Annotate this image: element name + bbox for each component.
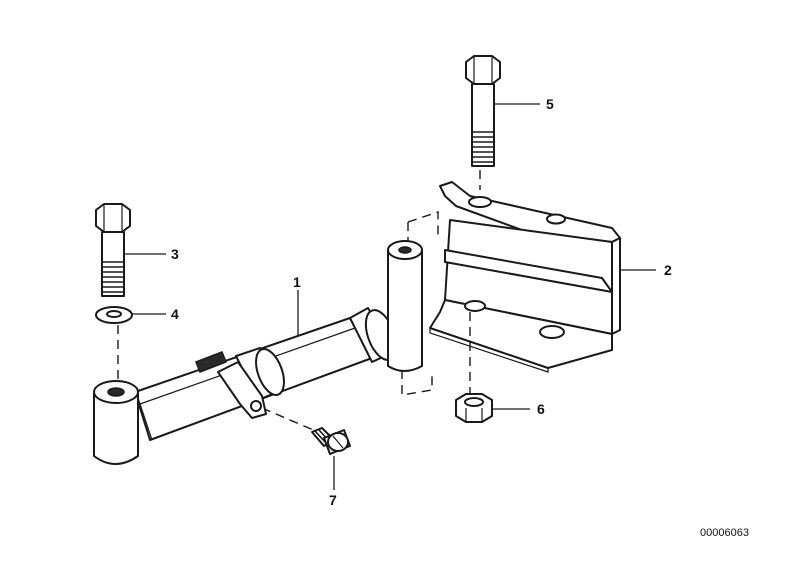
- mounting-bracket: [429, 181, 621, 373]
- hex-nut: [455, 393, 493, 423]
- bearing-tube: [93, 240, 423, 465]
- document-number: 00006063: [700, 527, 749, 539]
- callout-2: 2: [664, 262, 672, 278]
- callout-7: 7: [329, 492, 337, 508]
- callout-1: 1: [293, 274, 301, 290]
- callout-5: 5: [546, 96, 554, 112]
- callout-4: 4: [171, 306, 179, 322]
- hex-bolt-top: [465, 55, 501, 167]
- leader-lines: [124, 103, 656, 490]
- spring-washer: [95, 306, 133, 324]
- hex-bolt-left: [95, 203, 131, 297]
- callout-6: 6: [537, 401, 545, 417]
- flange-screw: [311, 427, 351, 455]
- callout-3: 3: [171, 246, 179, 262]
